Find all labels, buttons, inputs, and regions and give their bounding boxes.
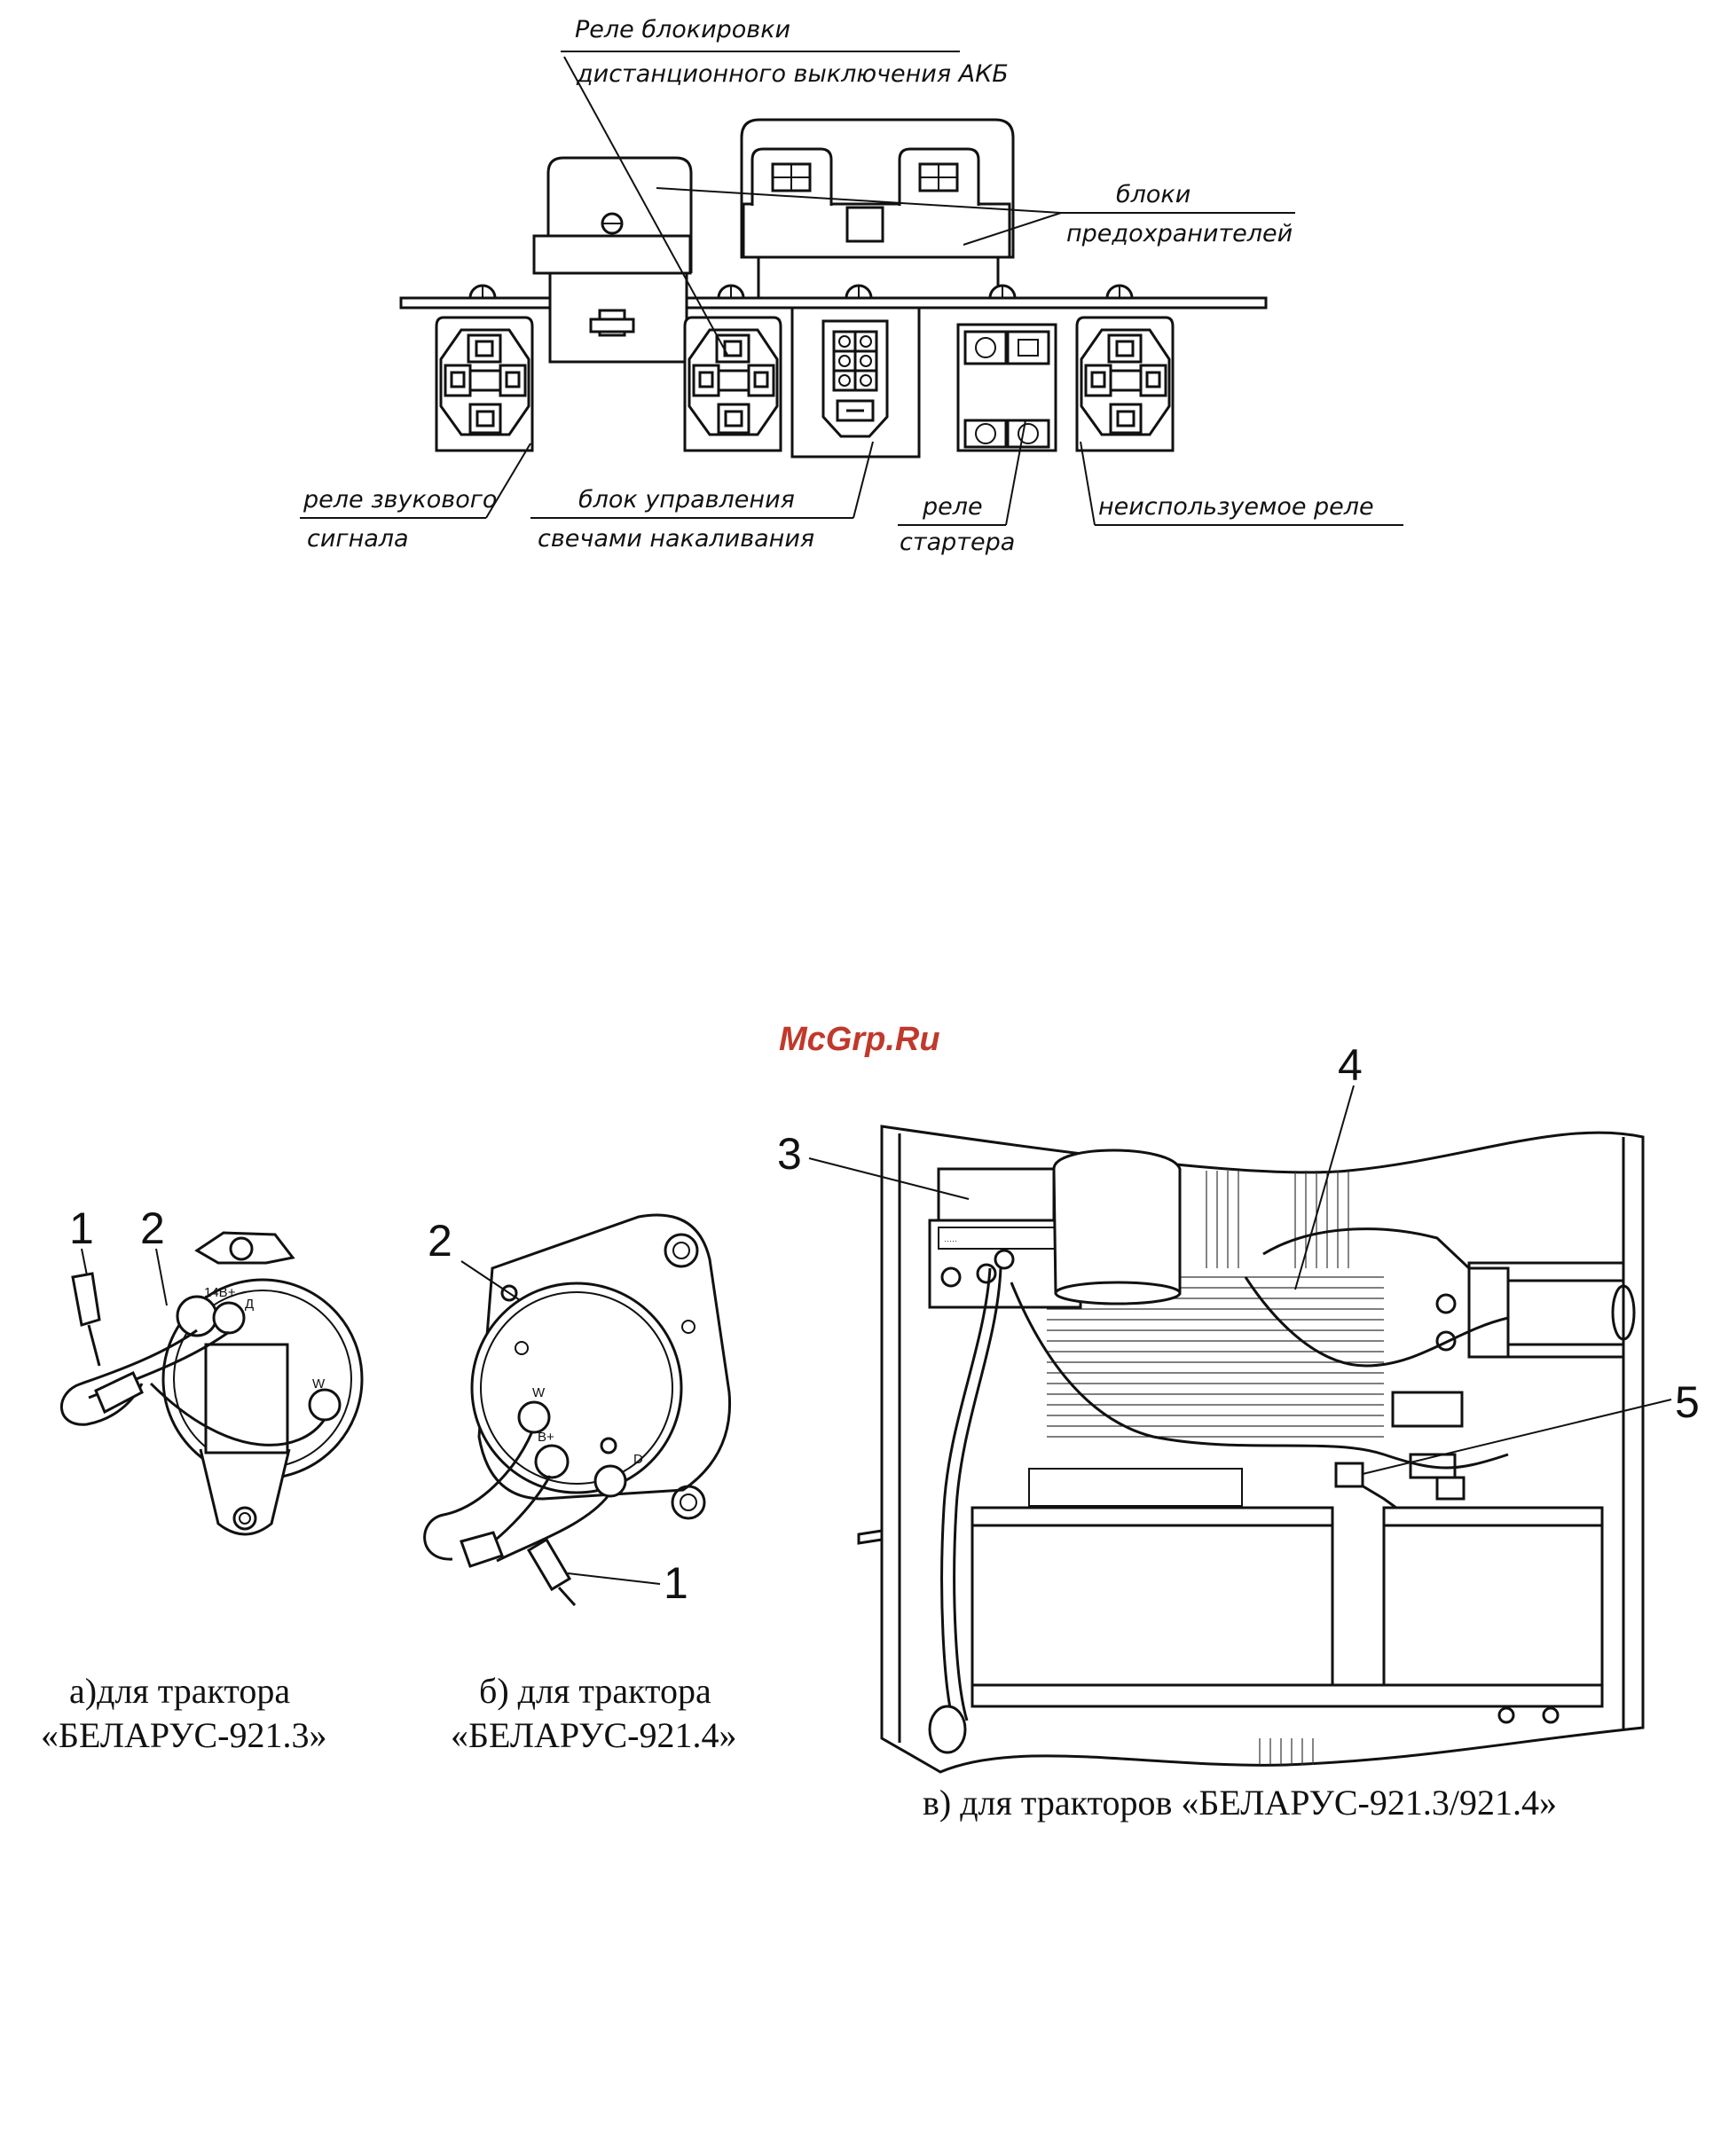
gen-b-caption-2: «БЕЛАРУС-921.4»	[451, 1715, 736, 1755]
cable-end-grommet	[928, 1705, 967, 1754]
gen-a-callout-1: 1	[69, 1203, 94, 1253]
label-fuse-blocks-1: блоки	[1116, 181, 1191, 208]
label-starter-relay-1: реле	[922, 493, 983, 521]
glow-plug-control-unit	[790, 306, 921, 459]
relay-panel-diagram: Реле блокировки дистанционного выключени…	[300, 16, 1403, 556]
mounting-plate	[399, 296, 1268, 310]
label-glow-unit-2: свечами накаливания	[538, 525, 814, 553]
label-starter-relay-2: стартера	[900, 529, 1015, 556]
gen-b-term-d: D	[633, 1452, 643, 1467]
gen-b-term-b: B+	[538, 1430, 554, 1445]
generator-b-diagram: W B+ D 2 1 б) для трактора «БЕЛАРУС-921.…	[423, 1213, 736, 1755]
gen-b-callout-2: 2	[428, 1216, 452, 1266]
comp-callout-4: 4	[1338, 1040, 1363, 1090]
label-horn-relay-1: реле звукового	[303, 486, 497, 514]
svg-text:·····: ·····	[944, 1236, 957, 1245]
label-unused-relay: неиспользуемое реле	[1098, 493, 1374, 521]
gen-a-term-w: W	[312, 1376, 326, 1392]
horn-relay	[435, 316, 534, 452]
battery-compartment-diagram: ····· 3 4 5 в	[777, 1040, 1700, 1823]
plate-screws	[468, 284, 1134, 300]
label-fuse-blocks-2: предохранителей	[1066, 220, 1293, 247]
gen-a-term-14b: 14В+	[204, 1285, 236, 1300]
air-cylinder	[1052, 1149, 1182, 1295]
battery-left	[971, 1506, 1334, 1687]
gen-a-callout-2: 2	[140, 1203, 165, 1253]
comp-callout-3: 3	[777, 1129, 802, 1179]
generator-a-diagram: 14В+ Д W 1 2 а)для трактора «БЕЛАРУС-921…	[41, 1203, 364, 1755]
lock-relay	[683, 316, 782, 452]
comp-caption: в) для тракторов «БЕЛАРУС-921.3/921.4»	[923, 1783, 1557, 1823]
gen-b-term-w: W	[532, 1385, 546, 1400]
gen-a-caption-2: «БЕЛАРУС-921.3»	[41, 1715, 326, 1755]
gen-b-callout-1: 1	[664, 1558, 688, 1608]
comp-callout-5: 5	[1675, 1377, 1700, 1427]
gen-a-term-d: Д	[245, 1297, 254, 1312]
label-lock-relay-1: Реле блокировки	[575, 16, 790, 43]
gen-b-caption-1: б) для трактора	[479, 1671, 711, 1711]
starter-relay	[956, 323, 1057, 452]
label-glow-unit-1: блок управления	[578, 486, 795, 514]
label-horn-relay-2: сигнала	[307, 525, 409, 553]
gen-a-caption-1: а)для трактора	[69, 1671, 290, 1711]
unused-relay	[1075, 316, 1175, 452]
lock-relay-flange	[532, 234, 692, 275]
battery-right	[1382, 1506, 1604, 1687]
watermark: McGrp.Ru	[779, 1021, 940, 1058]
compartment-frame	[880, 1125, 1645, 1774]
label-lock-relay-2: дистанционного выключения АКБ	[576, 60, 1009, 88]
